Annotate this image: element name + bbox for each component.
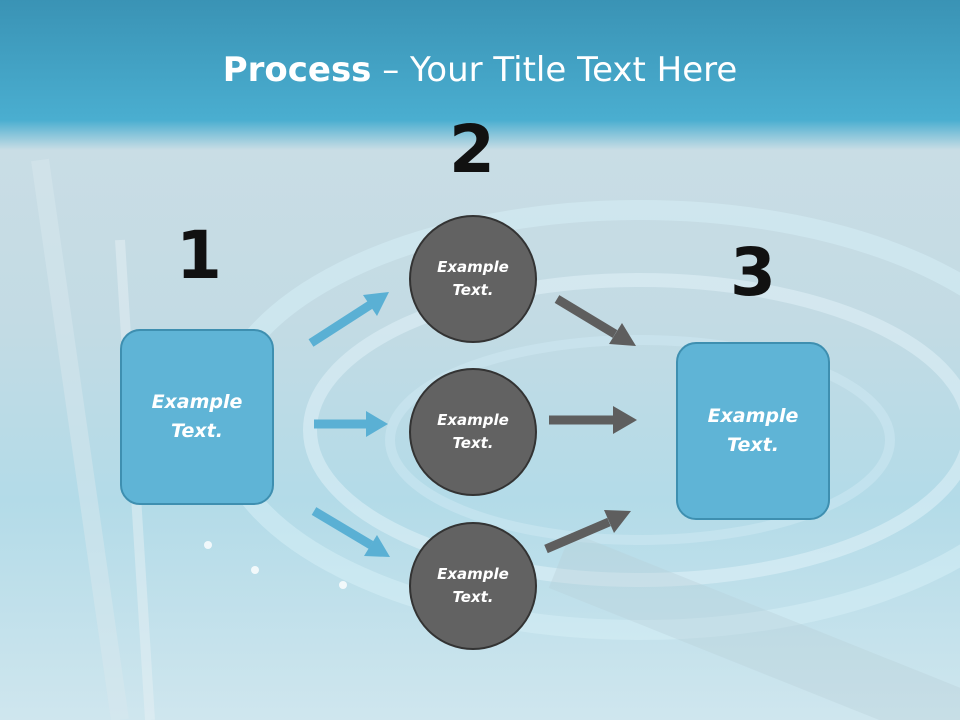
arrow-gray-down: [554, 295, 636, 346]
process-box-end-label: Example Text.: [707, 405, 799, 456]
process-box-end: Example Text.: [676, 342, 830, 520]
process-circle-bottom: Example Text.: [409, 522, 537, 650]
process-circle-top-label: Example Text.: [437, 258, 509, 299]
title-bold: Process: [222, 50, 372, 90]
process-box-start-label: Example Text.: [151, 391, 243, 442]
arrow-blue-middle: [314, 411, 388, 437]
process-circle-middle: Example Text.: [409, 368, 537, 496]
process-box-start: Example Text.: [120, 329, 274, 505]
step-number-1: 1: [176, 217, 222, 294]
process-circle-top: Example Text.: [409, 215, 537, 343]
arrow-blue-down: [311, 507, 390, 557]
title-rest: – Your Title Text Here: [371, 50, 738, 90]
arrow-blue-up: [308, 292, 389, 347]
process-circle-bottom-label: Example Text.: [437, 565, 509, 606]
arrow-gray-middle: [549, 406, 637, 434]
arrow-gray-up: [544, 510, 631, 554]
process-circle-middle-label: Example Text.: [437, 411, 509, 452]
step-number-2: 2: [449, 111, 495, 188]
step-number-3: 3: [730, 234, 776, 311]
slide-title: Process – Your Title Text Here: [0, 50, 960, 90]
